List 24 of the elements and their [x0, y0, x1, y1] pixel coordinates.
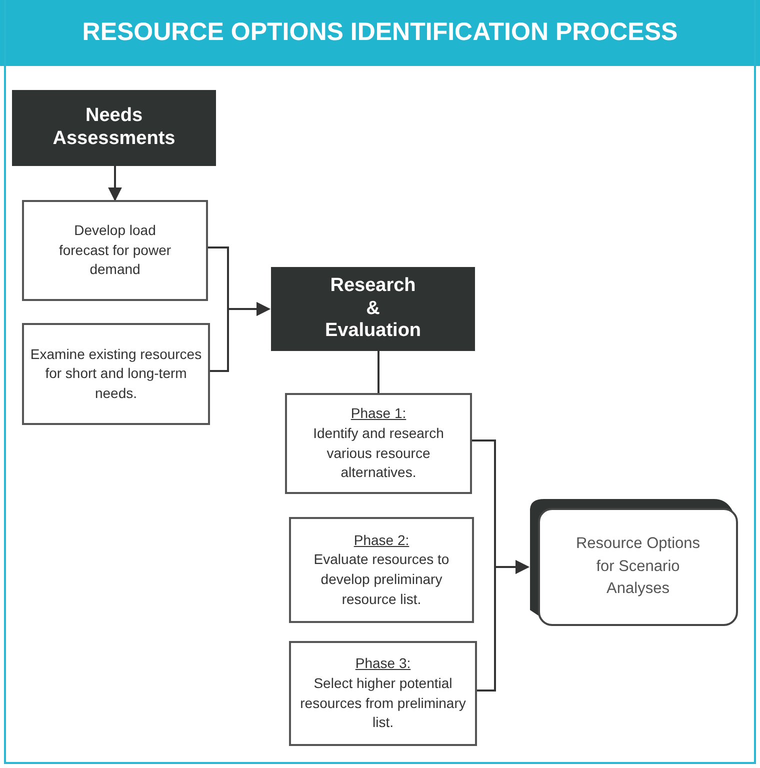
arrow	[108, 166, 122, 202]
connector-line	[378, 351, 380, 393]
node-text: Evaluate resources to develop preliminary resource list.	[312, 550, 450, 609]
arrow	[210, 302, 270, 372]
phase-box	[289, 517, 474, 623]
node-text: Select higher potential resources from preliminary list.	[299, 674, 467, 732]
phase-heading: Phase 2:	[354, 530, 410, 550]
node-text: Needs Assessments	[52, 105, 176, 151]
phase-box	[289, 641, 477, 746]
header-box	[12, 90, 216, 166]
phase-heading: Phase 1:	[350, 404, 406, 424]
node-text: Resource Options for Scenario Analyses	[574, 534, 702, 600]
node-text: Research & Evaluation	[324, 274, 422, 344]
phase-heading: Phase 3:	[355, 654, 411, 674]
node-text: Examine existing resources for short and long-term needs.	[30, 344, 202, 403]
node-text: Develop load forecast for power demand	[58, 221, 172, 280]
diagram-title: RESOURCE OPTIONS IDENTIFICATION PROCESS	[81, 18, 679, 47]
node-text: Identify and research various resource alternatives.	[312, 424, 445, 482]
process-box	[22, 323, 210, 425]
result-box	[538, 508, 738, 626]
arrow	[477, 560, 530, 692]
header-box	[271, 267, 475, 351]
process-box	[22, 200, 208, 301]
phase-box	[285, 393, 472, 494]
